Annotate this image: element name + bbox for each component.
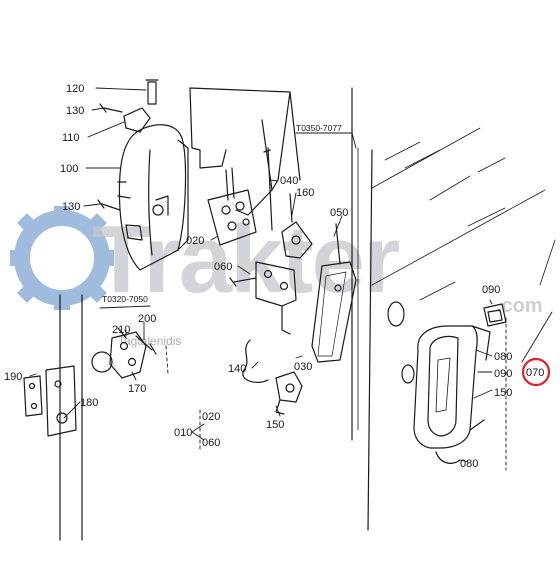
leader-dashes [165,317,507,471]
part-label-050: 050 [330,207,348,219]
gear-icon [10,206,114,310]
rod-part-040 [263,147,273,231]
bolt-part-200 [135,335,157,355]
pin-part-120 [145,79,159,105]
part-label-130b: 130 [62,201,80,213]
part-label-130a: 130 [66,105,84,117]
ref-code-b: T0320-7050 [102,294,148,304]
part-label-160: 160 [296,187,314,199]
part-label-110: 110 [62,132,80,144]
ring-part [387,301,405,327]
clip-part-080 [435,451,461,464]
highlight-circle [521,357,551,387]
part-label-200: 200 [138,313,156,325]
leader-lines [29,87,553,463]
plate-part-170 [91,331,147,379]
part-label-180: 180 [80,397,98,409]
lock-part-150 [275,371,303,415]
part-label-090b: 090 [494,368,512,380]
part-label-020b: 020 [202,411,220,423]
latch-plate-020 [207,167,257,246]
latch-part-180 [45,365,77,437]
glass-panel [371,127,556,301]
part-label-140: 140 [228,363,246,375]
watermark-byline: Tagtalenidis [118,334,181,348]
part-label-190: 190 [4,371,22,383]
plate-part-050 [311,223,357,363]
watermark-suffix: .com [496,295,543,317]
gasket-part-090 [483,303,507,327]
frame-post-left [59,294,83,541]
bolt-part-210 [117,327,127,339]
part-label-090a: 090 [482,284,500,296]
bracket-part-160 [281,193,313,259]
watermark-brand: Trakter [92,206,399,313]
part-label-060: 060 [214,261,232,273]
part-label-150b: 150 [494,387,512,399]
part-label-030: 030 [294,361,312,373]
part-label-070: 070 [526,367,544,379]
part-label-010: 010 [174,427,192,439]
part-label-020: 020 [186,235,204,247]
part-label-060b: 060 [202,437,220,449]
cover-part-100 [117,124,189,271]
part-label-120: 120 [66,83,84,95]
part-label-080a: 080 [494,351,512,363]
clip-part-110 [123,107,151,133]
part-label-210: 210 [112,324,130,336]
line-drawing [23,79,556,541]
part-label-040: 040 [280,175,298,187]
part-labels: 120 130 110 100 130 040 160 050 020 060 … [4,83,551,470]
watermark: Trakter .com Tagtalenidis [10,206,543,348]
handle-assembly-070 [413,325,491,449]
bracket-part-060 [229,261,297,335]
part-label-080b: 080 [460,458,478,470]
part-label-150: 150 [266,419,284,431]
screw-part-130b [97,199,121,211]
part-label-100: 100 [60,163,78,175]
reference-codes: T0350-7077 T0320-7050 [102,123,342,304]
part-label-170: 170 [128,383,146,395]
spring-part-140 [242,339,269,383]
frame-line-glass [367,149,373,531]
hinge-plate-190 [23,375,43,417]
ref-code-a: T0350-7077 [296,123,342,133]
